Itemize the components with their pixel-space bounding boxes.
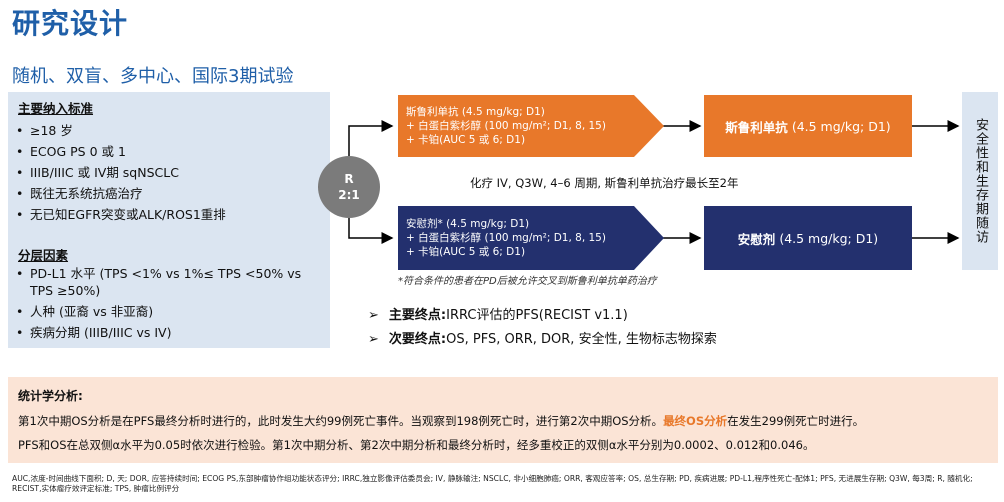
bottom-maintenance-box: 安慰剂 (4.5 mg/kg; D1) [704,206,912,270]
strat-item: PD-L1 水平 (TPS <1% vs 1%≤ TPS <50% vs TPS… [16,265,316,299]
randomization-circle: R 2:1 [318,156,380,218]
bottom-maintenance-dose: (4.5 mg/kg; D1) [779,230,879,246]
inclusion-heading: 主要纳入标准 [18,101,94,116]
secondary-endpoint-label: 次要终点: [388,332,447,347]
inclusion-item: IIIB/IIIC 或 IV期 sqNSCLC [16,162,316,183]
flow-arrows [318,95,960,270]
bottom-arm-regimen: 安慰剂* (4.5 mg/kg; D1) + 白蛋白紫杉醇 (100 mg/m²… [398,206,634,270]
stats-heading: 统计学分析: [18,389,83,403]
stats-line-1-highlight: 最终OS分析 [663,414,728,428]
top-maintenance-box: 斯鲁利单抗 (4.5 mg/kg; D1) [704,95,912,157]
top-arm-shape [398,95,664,157]
strat-item: 疾病分期 (IIIB/IIIC vs IV) [16,324,316,341]
primary-endpoint: ➢ 主要终点:IRRC评估的PFS(RECIST v1.1) [368,304,628,323]
stratification-heading: 分层因素 [18,248,69,263]
inclusion-item: ≥18 岁 [16,120,316,141]
page-subtitle: 随机、双盲、多中心、国际3期试验 [12,66,294,87]
arrow-bullet-icon: ➢ [368,308,379,323]
abbreviations-footnote: AUC,浓度-时间曲线下面积; D, 天; DOR, 应答持续时间; ECOG … [12,474,973,493]
bottom-arm-regimen-text: 安慰剂* (4.5 mg/kg; D1) + 白蛋白紫杉醇 (100 mg/m²… [406,218,606,258]
inclusion-panel: 主要纳入标准 ≥18 岁 ECOG PS 0 或 1 IIIB/IIIC 或 I… [8,92,330,348]
top-arm-regimen: 斯鲁利单抗 (4.5 mg/kg; D1) + 白蛋白紫杉醇 (100 mg/m… [398,95,634,157]
stats-line-1-b: 在发生299例死亡时进行。 [727,414,865,428]
inclusion-item: 既往无系统抗癌治疗 [16,183,316,204]
primary-endpoint-text: IRRC评估的PFS(RECIST v1.1) [446,308,628,323]
arrow-bullet-icon: ➢ [368,332,379,347]
bottom-maintenance-drug: 安慰剂 [737,231,776,247]
stats-line-1: 第1次中期OS分析是在PFS最终分析时进行的，此时发生大约99例死亡事件。当观察… [18,413,864,429]
top-arm-regimen-text: 斯鲁利单抗 (4.5 mg/kg; D1) + 白蛋白紫杉醇 (100 mg/m… [406,106,606,146]
arrow-to-bottom-arm [348,218,394,244]
top-maintenance-dose: (4.5 mg/kg; D1) [791,118,891,134]
randomization-ratio: 2:1 [338,188,360,202]
page-title: 研究设计 [12,7,129,40]
primary-endpoint-label: 主要终点: [388,308,447,323]
crossover-note: *符合条件的患者在PD后被允许交叉到斯鲁利单抗单药治疗 [398,276,657,287]
bottom-arm-shape [398,206,664,270]
stats-panel: 统计学分析: 第1次中期OS分析是在PFS最终分析时进行的，此时发生大约99例死… [8,377,998,463]
inclusion-item: ECOG PS 0 或 1 [16,141,316,162]
randomization-label: R [344,172,354,186]
regimen-note: 化疗 IV, Q3W, 4–6 周期, 斯鲁利单抗治疗最长至2年 [470,176,739,190]
secondary-endpoint: ➢ 次要终点:OS, PFS, ORR, DOR, 安全性, 生物标志物探索 [368,328,717,347]
inclusion-item: 无已知EGFR突变或ALK/ROS1重排 [16,204,316,225]
stratification-list: PD-L1 水平 (TPS <1% vs 1%≤ TPS <50% vs TPS… [16,265,316,345]
top-maintenance-drug: 斯鲁利单抗 [725,119,788,135]
stats-line-2: PFS和OS在总双侧α水平为0.05时依次进行检验。第1次中期分析、第2次中期分… [18,438,815,452]
strat-item: 人种 (亚裔 vs 非亚裔) [16,303,316,320]
secondary-endpoint-text: OS, PFS, ORR, DOR, 安全性, 生物标志物探索 [446,332,717,347]
arrow-to-top-arm [348,120,394,156]
inclusion-list: ≥18 岁 ECOG PS 0 或 1 IIIB/IIIC 或 IV期 sqNS… [16,120,316,225]
stats-line-1-a: 第1次中期OS分析是在PFS最终分析时进行的，此时发生大约99例死亡事件。当观察… [18,414,664,428]
followup-box: 安全性和生存期随访 [962,92,998,270]
